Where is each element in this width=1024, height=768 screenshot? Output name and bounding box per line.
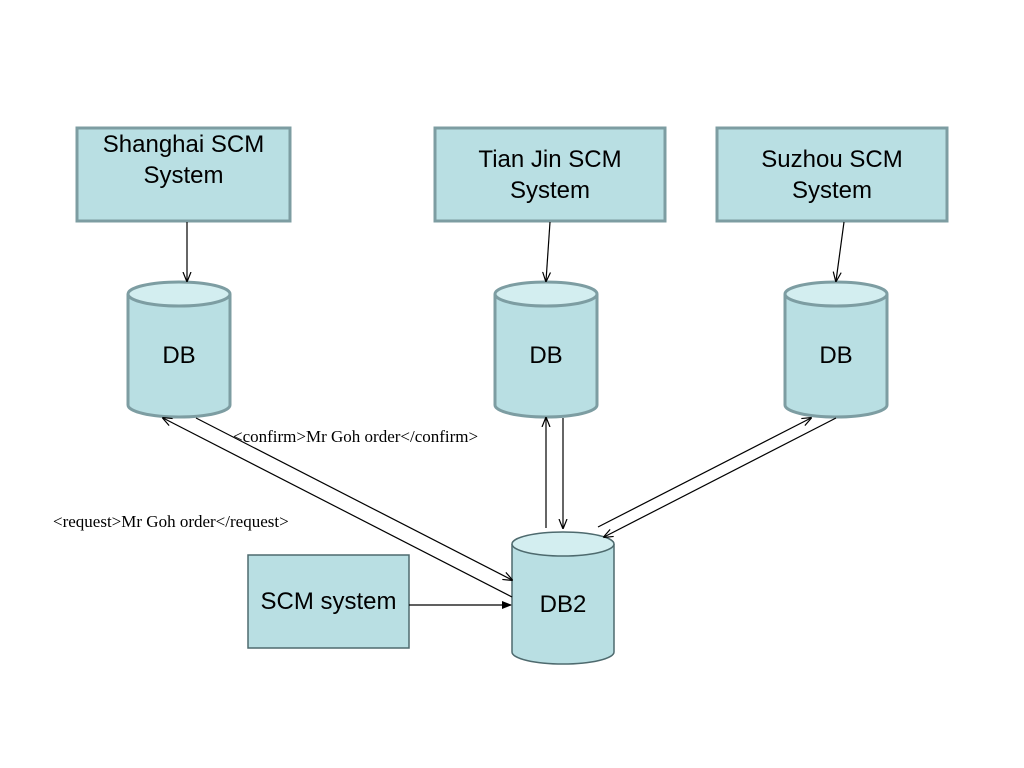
tianjin-scm-box bbox=[433, 126, 667, 223]
shanghai-scm-line2: System bbox=[143, 162, 224, 189]
suzhou-db-label: DB bbox=[819, 342, 853, 369]
shanghai-db-cylinder bbox=[126, 280, 232, 419]
request-message: <request>Mr Goh order</request> bbox=[53, 512, 289, 531]
scm-system-label: SCM system bbox=[260, 588, 397, 615]
shanghai-scm-box bbox=[75, 126, 292, 223]
arrow-shanghai-db-to-db2 bbox=[195, 417, 512, 580]
arrow-suzhou-to-db bbox=[836, 221, 845, 281]
arrow-db2-to-suzhou-db bbox=[597, 418, 811, 528]
shanghai-scm-label: Shanghai SCM System bbox=[77, 129, 290, 191]
arrow-db2-to-shanghai-db bbox=[163, 418, 513, 598]
db2-cylinder bbox=[511, 531, 615, 665]
suzhou-db-cylinder bbox=[783, 280, 889, 419]
arrow-suzhou-db-to-db2 bbox=[604, 417, 837, 537]
shanghai-scm-line1: Shanghai SCM bbox=[102, 131, 265, 158]
tianjin-scm-label: Tian Jin SCM System bbox=[435, 128, 665, 221]
db2-label: DB2 bbox=[539, 591, 587, 618]
tianjin-scm-line2: System bbox=[509, 176, 590, 204]
suzhou-scm-line1: Suzhou SCM bbox=[761, 145, 903, 173]
confirm-message: <confirm>Mr Goh order</confirm> bbox=[233, 427, 479, 446]
scm-system-box bbox=[247, 554, 410, 649]
suzhou-scm-box bbox=[715, 126, 949, 223]
arrow-tianjin-to-db bbox=[546, 221, 550, 281]
tianjin-db-label: DB bbox=[529, 342, 563, 369]
suzhou-scm-line2: System bbox=[791, 176, 872, 204]
tianjin-scm-line1: Tian Jin SCM bbox=[478, 145, 622, 173]
shanghai-db-label: DB bbox=[162, 342, 196, 369]
suzhou-scm-label: Suzhou SCM System bbox=[717, 128, 947, 221]
tianjin-db-cylinder bbox=[493, 280, 599, 419]
